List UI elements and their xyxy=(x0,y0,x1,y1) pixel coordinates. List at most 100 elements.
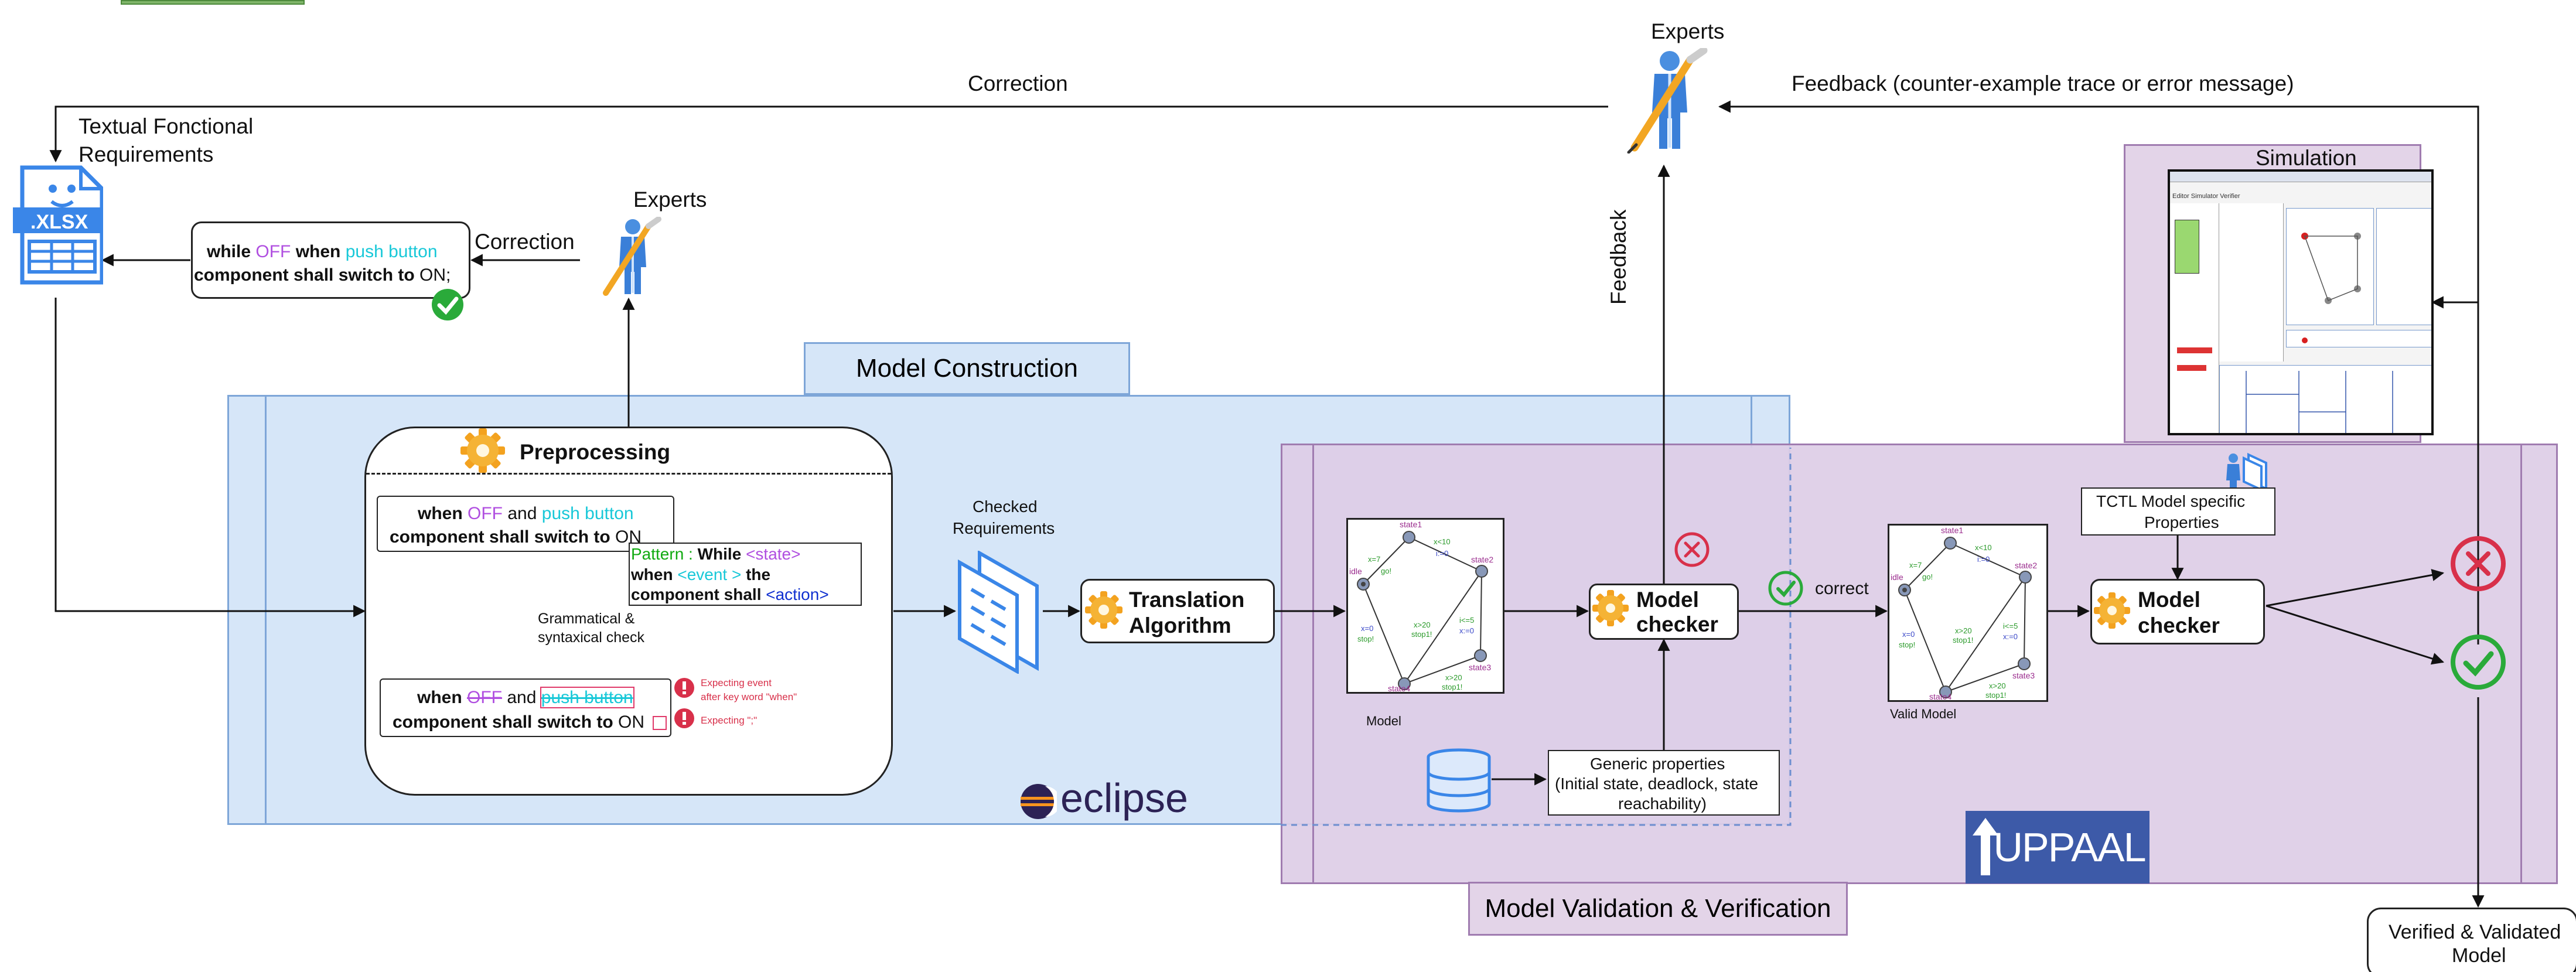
error-1-line2: after key word "when" xyxy=(701,691,797,702)
m1-state3: state3 xyxy=(1469,663,1492,672)
uppaal-logo-text: UPPAAL xyxy=(1993,824,2146,870)
m1-edge-5: x:=0 xyxy=(1459,626,1474,635)
corrected-while: while xyxy=(207,242,251,261)
req2-and: and xyxy=(507,688,537,707)
verified-model-box: Verified & Validated Model xyxy=(2367,908,2576,972)
pattern-box: Pattern : While <state> when <event > th… xyxy=(629,543,862,606)
correct-label: correct xyxy=(1815,579,1869,598)
m2-edge-8: x=0 xyxy=(1902,630,1915,639)
pattern-action: <action> xyxy=(766,585,829,603)
check-label-1: Grammatical & xyxy=(538,611,635,627)
checker1-line2: checker xyxy=(1636,612,1718,636)
m2-edge-3: go! xyxy=(1922,572,1933,581)
m1-idle: idle xyxy=(1349,567,1362,576)
tctl-line2: Properties xyxy=(2144,513,2219,531)
requirement-2-box: when OFF and push button component shall… xyxy=(380,678,671,737)
xlsx-file-icon: .XLSX xyxy=(11,165,103,288)
model-construction-title: Model Construction xyxy=(804,342,1130,395)
valid-model-diagram: state1 state2 state3 state4 idle x<10 i:… xyxy=(1888,524,2048,702)
req2-off: OFF xyxy=(467,688,503,707)
m1-edge-10: x>20 xyxy=(1445,673,1462,682)
m2-state3: state3 xyxy=(2012,671,2035,680)
m2-edge-0: x<10 xyxy=(1975,543,1992,552)
pass-result-icon xyxy=(2451,635,2506,690)
model-graph-2 xyxy=(1898,537,2032,698)
m2-state1: state1 xyxy=(1941,526,1964,535)
m2-state2: state2 xyxy=(2015,561,2038,570)
requirements-title-2: Requirements xyxy=(79,142,214,166)
m2-edge-6: x>20 xyxy=(1955,626,1972,635)
eclipse-logo-text: eclipse xyxy=(1060,775,1188,821)
m2-edge-9: stop! xyxy=(1899,640,1916,649)
fail-result-icon xyxy=(2451,536,2506,591)
feedback-label: Feedback (counter-example trace or error… xyxy=(1792,71,2294,96)
experts-icon xyxy=(1627,48,1708,154)
pass-small-icon xyxy=(1768,571,1803,606)
req1-line2: component shall switch to xyxy=(390,527,610,547)
checked-label-1: Checked xyxy=(973,497,1038,516)
top-experts-label: Experts xyxy=(1651,19,1725,43)
arrow-req-to-preproc xyxy=(54,298,366,618)
small-experts-label: Experts xyxy=(633,187,707,212)
requirements-title-1: Textual Fonctional xyxy=(79,114,254,138)
m2-idle: idle xyxy=(1891,572,1903,582)
corrected-when: when xyxy=(295,242,341,261)
top-correction-label: Correction xyxy=(968,71,1068,96)
verified-line2: Model xyxy=(2452,944,2506,967)
small-experts-icon xyxy=(603,217,661,296)
sim-toolbar: Editor Simulator Verifier xyxy=(2172,193,2240,200)
m1-edge-1: i:=0 xyxy=(1436,549,1449,558)
model-validation-title: Model Validation & Verification xyxy=(1468,882,1848,936)
simulation-screenshot: Editor Simulator Verifier xyxy=(2168,169,2434,435)
corrected-requirement-box: while OFF when push button component sha… xyxy=(191,221,470,299)
checked-label-2: Requirements xyxy=(953,519,1055,537)
uppaal-arrow-icon xyxy=(1973,818,1998,875)
arrow-feedback-top xyxy=(1718,100,2479,644)
valid-model-caption: Valid Model xyxy=(1890,707,1957,721)
preprocessing-title: Preprocessing xyxy=(520,440,671,464)
generic-line1: Generic properties xyxy=(1590,755,1725,773)
m2-edge-4: i<=5 xyxy=(2003,622,2018,630)
checker2-line1: Model xyxy=(2138,588,2200,612)
corrected-line2: component shall switch to xyxy=(194,265,415,285)
check-label-2: syntaxical check xyxy=(538,629,645,646)
req2-line2: component shall switch to xyxy=(393,712,613,732)
tctl-line1: TCTL Model specific xyxy=(2096,492,2246,510)
preprocessing-divider xyxy=(366,473,891,475)
arrow-checker2-to-fail xyxy=(2265,569,2445,607)
m1-edge-9: stop! xyxy=(1357,635,1374,643)
checker1-gear-icon xyxy=(1592,590,1629,626)
checker1-line1: Model xyxy=(1636,588,1699,612)
generic-properties-box: Generic properties (Initial state, deadl… xyxy=(1548,750,1780,816)
database-icon xyxy=(1427,748,1491,813)
corrected-on: ON; xyxy=(419,265,451,285)
translation-algorithm-box: Translation Algorithm xyxy=(1080,579,1275,643)
model-caption: Model xyxy=(1366,714,1401,728)
translation-line2: Algorithm xyxy=(1129,613,1231,637)
error-icons xyxy=(674,678,694,728)
error-1-line1: Expecting event xyxy=(701,677,772,688)
simulation-panel: Simulation Editor Simulator Verifier xyxy=(2124,144,2434,443)
eclipse-logo-icon xyxy=(1021,784,1057,819)
m2-edge-2: x=7 xyxy=(1909,561,1922,569)
req1-when: when xyxy=(418,504,463,523)
m1-edge-11: stop1! xyxy=(1442,683,1463,691)
m1-state1: state1 xyxy=(1400,520,1422,529)
requirement-1-box: when OFF and push button component shall… xyxy=(377,496,674,552)
model-construction-title-text: Model Construction xyxy=(855,354,1079,383)
feedback-vertical-label: Feedback xyxy=(1606,209,1630,305)
m1-state2: state2 xyxy=(1471,555,1494,564)
arrow-top-correction xyxy=(49,105,1608,163)
translation-gear-icon xyxy=(1085,591,1122,629)
model-validation-title-text: Model Validation & Verification xyxy=(1485,894,1831,923)
model-diagram-1: state1 state2 state3 state4 idle x<10 i:… xyxy=(1346,518,1504,694)
tctl-properties-box: TCTL Model specific Properties xyxy=(2081,487,2275,536)
generic-line2: (Initial state, deadlock, state xyxy=(1555,775,1759,793)
req1-push: push button xyxy=(541,504,634,523)
checker2-line2: checker xyxy=(2138,613,2220,637)
m1-edge-3: go! xyxy=(1381,567,1392,575)
verified-line1: Verified & Validated xyxy=(2389,921,2561,943)
uppaal-logo: UPPAAL xyxy=(1966,811,2149,884)
simulation-title: Simulation xyxy=(2256,146,2357,170)
